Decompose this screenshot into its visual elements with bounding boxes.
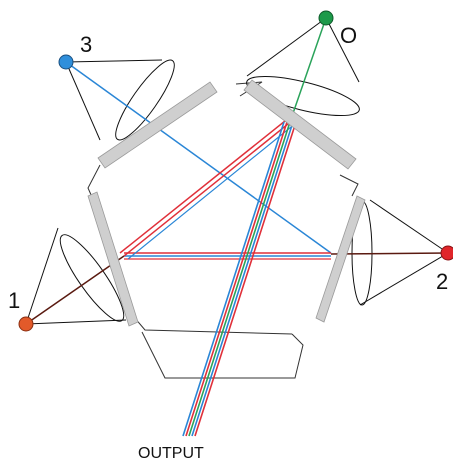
label-node-2: 2	[436, 269, 448, 294]
mirror-top-right	[243, 79, 357, 170]
cone-0	[246, 17, 360, 117]
mirror-left	[87, 191, 139, 327]
node-2-dot	[440, 245, 453, 261]
label-node-3: 3	[80, 32, 92, 57]
label-output: OUTPUT	[138, 445, 204, 462]
node-1-dot	[18, 316, 34, 332]
node-3-dot	[58, 54, 74, 70]
cone-3	[65, 59, 175, 141]
beams	[25, 17, 449, 437]
mirror-top-left	[97, 81, 218, 169]
mirrors	[87, 79, 366, 327]
label-node-0: O	[340, 23, 357, 48]
housing-outline	[87, 81, 359, 379]
mirror-right	[315, 195, 366, 323]
label-node-1: 1	[8, 288, 20, 313]
node-0-dot	[318, 10, 334, 26]
